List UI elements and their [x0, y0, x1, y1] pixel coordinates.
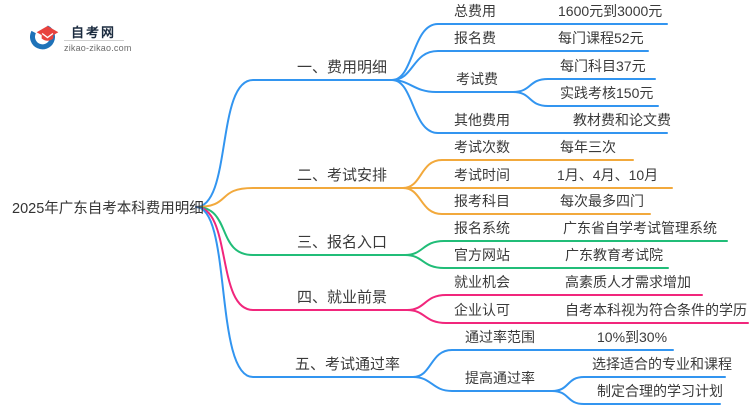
- exam-fee-value-2: 实践考核150元: [560, 85, 654, 101]
- site-name: 自考网: [71, 25, 117, 40]
- root-topic: 2025年广东自考本科费用明细: [12, 201, 204, 217]
- branch-1-lines: [195, 23, 668, 208]
- branch-3-spine-line: [195, 206, 406, 256]
- branch-4-label: 四、就业前景: [297, 289, 388, 306]
- improve-pass-rate-value-1: 选择适合的专业和课程: [592, 356, 732, 372]
- other-fee-line: [391, 79, 668, 134]
- signup-system-key: 报名系统: [454, 220, 510, 236]
- site-logo: 自考网 zikao-zikao.com: [30, 20, 140, 56]
- employer-recognition-value: 自考本科视为符合条件的学历: [565, 302, 747, 318]
- exam-subjects-value: 每次最多四门: [560, 193, 644, 209]
- branch-4-spine-line: [195, 206, 408, 311]
- registration-fee-key: 报名费: [454, 30, 496, 46]
- branch-1-spine-line: [195, 79, 393, 208]
- job-opportunity-key: 就业机会: [454, 274, 510, 290]
- exam-time-value: 1月、4月、10月: [557, 167, 659, 183]
- exam-subjects-key: 报考科目: [454, 193, 510, 209]
- employer-recognition-key: 企业认可: [454, 302, 510, 318]
- exam-fee-value-2-line: [512, 91, 659, 107]
- total-fee-value: 1600元到3000元: [558, 3, 663, 19]
- branch-2-label: 二、考试安排: [297, 167, 388, 184]
- registration-fee-line: [391, 50, 649, 81]
- logo-divider: [64, 40, 124, 41]
- other-fee-key: 其他费用: [454, 112, 510, 128]
- pass-rate-range-key: 通过率范围: [465, 329, 535, 345]
- official-site-key: 官方网站: [454, 247, 510, 263]
- job-opportunity-value: 高素质人才需求增加: [565, 274, 691, 290]
- signup-system-value: 广东省自学考试管理系统: [563, 220, 717, 236]
- total-fee-key: 总费用: [454, 3, 496, 19]
- other-fee-value: 教材费和论文费: [573, 112, 671, 128]
- branch-4-lines: [195, 206, 749, 324]
- branch-3-lines: [195, 206, 728, 269]
- exam-count-key: 考试次数: [454, 139, 510, 155]
- exam-time-key: 考试时间: [454, 167, 510, 183]
- branch-2-spine-line: [195, 187, 404, 208]
- branch-1-label: 一、费用明细: [297, 59, 388, 76]
- exam-fee-value-1: 每门科目37元: [560, 58, 646, 74]
- improve-pass-rate-value-2-line: [551, 390, 721, 405]
- improve-pass-rate-line: [412, 376, 553, 392]
- employer-recognition-line: [406, 309, 749, 324]
- branch-5-label: 五、考试通过率: [295, 356, 401, 373]
- exam-subjects-line: [402, 187, 651, 215]
- pass-rate-range-line: [412, 349, 674, 378]
- site-url: zikao-zikao.com: [64, 42, 132, 53]
- branch-5-lines: [195, 206, 726, 405]
- branch-5-spine-line: [195, 206, 414, 378]
- branch-3-label: 三、报名入口: [297, 234, 388, 251]
- graduation-cap-icon: [30, 24, 59, 50]
- improve-pass-rate-key: 提高通过率: [465, 370, 535, 386]
- pass-rate-range-value: 10%到30%: [597, 329, 668, 345]
- registration-fee-value: 每门课程52元: [558, 30, 644, 46]
- official-site-line: [404, 254, 669, 269]
- branch-2-lines: [195, 159, 673, 215]
- official-site-value: 广东教育考试院: [565, 247, 663, 263]
- improve-pass-rate-value-2: 制定合理的学习计划: [597, 383, 723, 399]
- exam-count-value: 每年三次: [560, 139, 616, 155]
- exam-fee-key: 考试费: [456, 71, 498, 87]
- total-fee-line: [391, 23, 668, 81]
